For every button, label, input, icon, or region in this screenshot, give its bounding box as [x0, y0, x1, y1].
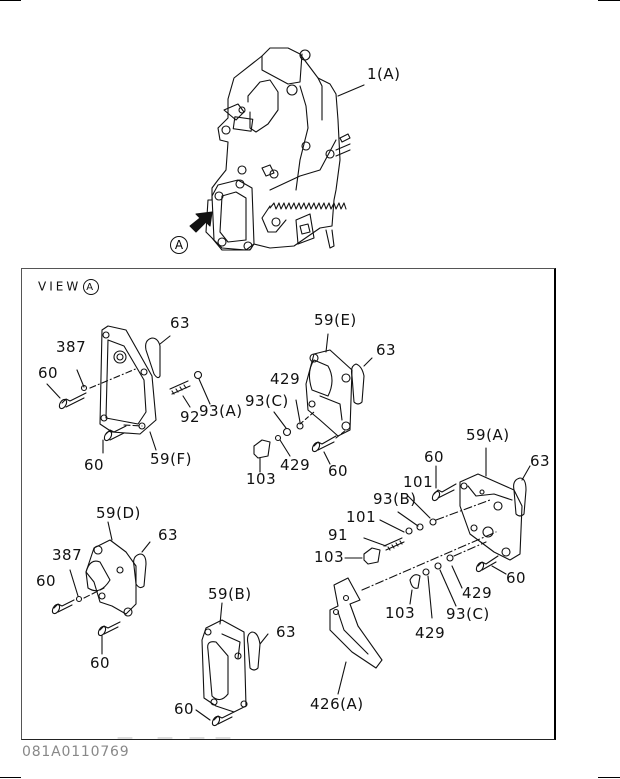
label-91: 91: [328, 526, 349, 544]
cover-59e-group: [253, 333, 373, 473]
document-id: 081A0110769: [22, 744, 130, 760]
label-60: 60: [424, 448, 445, 466]
leader-1a: [337, 84, 365, 97]
label-59e: 59(E): [314, 311, 357, 329]
label-60: 60: [36, 572, 57, 590]
label-93c: 93(C): [446, 605, 490, 623]
main-assembly-housing: [205, 47, 351, 251]
cover-59b-group: [195, 602, 269, 727]
cover-59d-group: [51, 521, 151, 655]
label-59b: 59(B): [208, 585, 252, 603]
label-1a: 1(A): [367, 65, 401, 83]
label-103: 103: [385, 604, 416, 622]
label-387: 387: [52, 546, 83, 564]
label-63: 63: [530, 452, 551, 470]
label-429: 429: [462, 584, 493, 602]
view-direction-arrow: [189, 211, 213, 233]
label-59d: 59(D): [96, 504, 141, 522]
crop-mark-top-right: [598, 0, 620, 1]
label-429: 429: [415, 624, 446, 642]
label-60: 60: [328, 462, 349, 480]
label-101: 101: [403, 473, 434, 491]
view-title-text: VIEW: [38, 279, 82, 294]
view-a-callout: A: [168, 234, 188, 254]
label-103: 103: [314, 548, 345, 566]
crop-mark-bottom-right: [598, 777, 620, 778]
label-101: 101: [346, 508, 377, 526]
crop-mark-bottom-left: [0, 777, 21, 778]
label-60: 60: [506, 569, 527, 587]
label-59a: 59(A): [466, 426, 510, 444]
label-60: 60: [174, 700, 195, 718]
label-103: 103: [246, 470, 277, 488]
lever-426a: [329, 577, 383, 695]
cover-59a-group: [344, 447, 531, 619]
label-426a: 426(A): [310, 695, 364, 713]
label-93a: 93(A): [199, 402, 243, 420]
label-387: 387: [56, 338, 87, 356]
view-a-frame: [21, 268, 556, 740]
cover-59f-group: [46, 325, 211, 454]
label-429: 429: [280, 456, 311, 474]
label-93b: 93(B): [373, 490, 417, 508]
label-60: 60: [84, 456, 105, 474]
crop-mark-top-left: [0, 0, 21, 1]
circled-letter-a: A: [170, 235, 188, 254]
label-63: 63: [276, 623, 297, 641]
view-title-letter: A: [83, 279, 100, 295]
label-59f: 59(F): [150, 450, 192, 468]
label-63: 63: [376, 341, 397, 359]
label-60: 60: [38, 364, 59, 382]
label-93c: 93(C): [245, 392, 289, 410]
label-60: 60: [90, 654, 111, 672]
label-429: 429: [270, 370, 301, 388]
label-92: 92: [180, 408, 201, 426]
label-63: 63: [170, 314, 191, 332]
label-63: 63: [158, 526, 179, 544]
